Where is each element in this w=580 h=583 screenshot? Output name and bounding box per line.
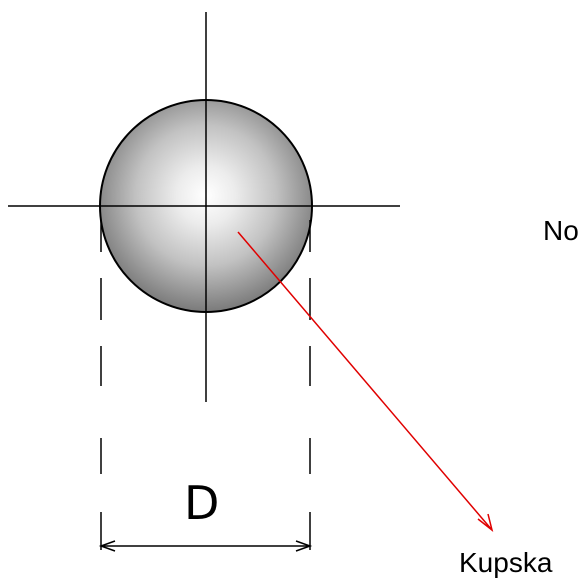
callout-text-no: No [543, 215, 579, 246]
dimension-label-d: D [184, 476, 220, 530]
leader-arrow [237, 231, 494, 532]
callout-text-kupska: Kupska [459, 547, 553, 578]
dimension-line [98, 540, 313, 552]
